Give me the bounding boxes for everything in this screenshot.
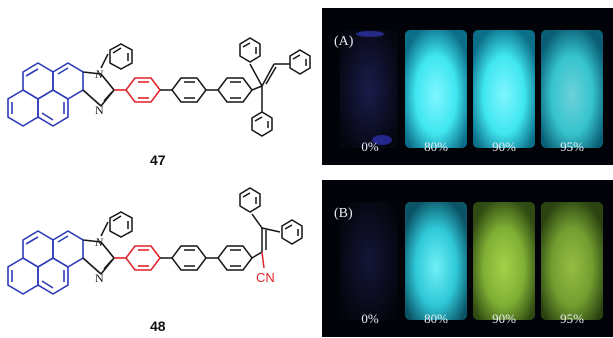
vial-scene-b [340, 202, 603, 320]
vial-label-90pct: 90% [492, 139, 516, 154]
vial-label-95pct: 95% [560, 139, 584, 154]
vial-0pct [340, 202, 398, 320]
photo-panel-a: (A) 0% 80% 90% 95% [322, 8, 613, 165]
vial-90pct [473, 30, 535, 148]
vial-95pct [541, 202, 603, 320]
cyano-bond [261, 251, 265, 269]
vial-label-0pct: 0% [361, 139, 379, 154]
vial-label-80pct: 80% [424, 311, 448, 326]
compound-48-structure: N N [7, 187, 303, 295]
vial-label-90pct: 90% [492, 311, 516, 326]
panel-label-b: (B) [334, 206, 353, 221]
red-phenylene-linker [114, 245, 161, 271]
red-phenylene-linker [114, 77, 161, 103]
vial-label-80pct: 80% [424, 139, 448, 154]
n-phenyl-ring [100, 43, 133, 70]
vial-80pct [405, 202, 467, 320]
imidazole-ring [82, 239, 115, 275]
vial-scene-a [340, 30, 603, 148]
vial-label-0pct: 0% [361, 311, 379, 326]
compound-48-number: 48 [150, 318, 166, 334]
vial-80pct [405, 30, 467, 148]
panel-label-a: (A) [334, 34, 354, 49]
n-top-label: N [94, 235, 104, 249]
n-bottom-label: N [95, 103, 104, 117]
compound-47-number: 47 [150, 152, 166, 168]
vial-95pct [541, 30, 603, 148]
photo-panel-b: (B) 0% 80% 90% 95% [322, 180, 613, 337]
vial-0pct [340, 30, 398, 148]
vial-label-95pct: 95% [560, 311, 584, 326]
pyrene-core [7, 230, 84, 295]
biphenyl-tpe-arm [160, 37, 311, 137]
compound-47-structure: N N [7, 37, 311, 137]
imidazole-ring [82, 71, 115, 107]
n-phenyl-ring [100, 211, 133, 238]
vial-90pct [473, 202, 535, 320]
cyano-label: CN [256, 270, 275, 285]
biphenyl-cyanostilbene-arm [160, 187, 303, 271]
n-bottom-label: N [95, 271, 104, 285]
pyrene-core [7, 62, 84, 127]
n-top-label: N [94, 67, 104, 81]
